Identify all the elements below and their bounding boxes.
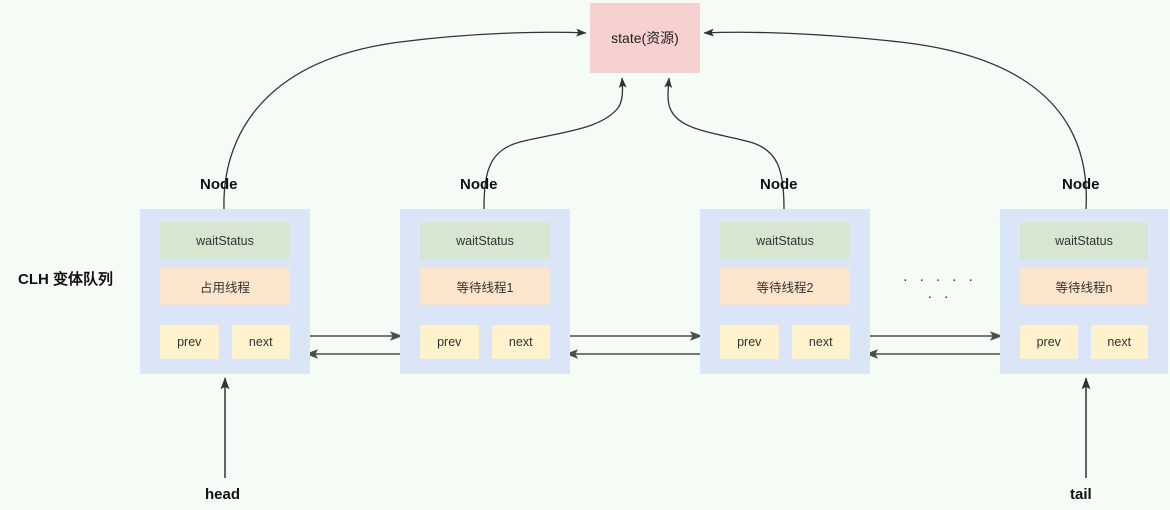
wait-status-field-1: waitStatus xyxy=(160,222,290,259)
next-pointer-3[interactable]: next xyxy=(791,325,850,359)
prev-pointer-1[interactable]: prev xyxy=(160,325,219,359)
prev-pointer-4[interactable]: prev xyxy=(1020,325,1078,359)
node-label-3: Node xyxy=(760,176,798,193)
connector-node1-to-state xyxy=(223,28,587,210)
head-label: head xyxy=(205,486,241,503)
connector-node2-to-state xyxy=(483,77,627,210)
node-3[interactable]: waitStatus 等待线程2 prev next xyxy=(700,209,870,374)
ellipsis: . . . . . . . xyxy=(903,268,977,302)
prev-pointer-3[interactable]: prev xyxy=(720,325,779,359)
thread-field-2: 等待线程1 xyxy=(420,268,550,305)
state-box[interactable]: state(资源) xyxy=(590,3,700,73)
wait-status-field-3: waitStatus xyxy=(720,222,850,259)
wait-status-field-4: waitStatus xyxy=(1020,222,1148,259)
pointer-row-3: prev next xyxy=(720,325,850,359)
node-label-1: Node xyxy=(200,176,238,193)
thread-field-1: 占用线程 xyxy=(160,268,290,305)
pointer-row-1: prev next xyxy=(160,325,290,359)
next-pointer-4[interactable]: next xyxy=(1090,325,1148,359)
tail-label: tail xyxy=(1070,486,1092,503)
queue-title: CLH 变体队列 xyxy=(18,271,113,288)
node-1[interactable]: waitStatus 占用线程 prev next xyxy=(140,209,310,374)
wait-status-field-2: waitStatus xyxy=(420,222,550,259)
state-label: state(资源) xyxy=(611,30,679,46)
node-2[interactable]: waitStatus 等待线程1 prev next xyxy=(400,209,570,374)
pointer-row-4: prev next xyxy=(1020,325,1148,359)
pointer-row-2: prev next xyxy=(420,325,550,359)
node-4[interactable]: waitStatus 等待线程n prev next xyxy=(1000,209,1168,374)
next-pointer-1[interactable]: next xyxy=(231,325,290,359)
prev-pointer-2[interactable]: prev xyxy=(420,325,479,359)
thread-field-4: 等待线程n xyxy=(1020,268,1148,305)
node-label-2: Node xyxy=(460,176,498,193)
thread-field-3: 等待线程2 xyxy=(720,268,850,305)
node-label-4: Node xyxy=(1062,176,1100,193)
next-pointer-2[interactable]: next xyxy=(491,325,550,359)
